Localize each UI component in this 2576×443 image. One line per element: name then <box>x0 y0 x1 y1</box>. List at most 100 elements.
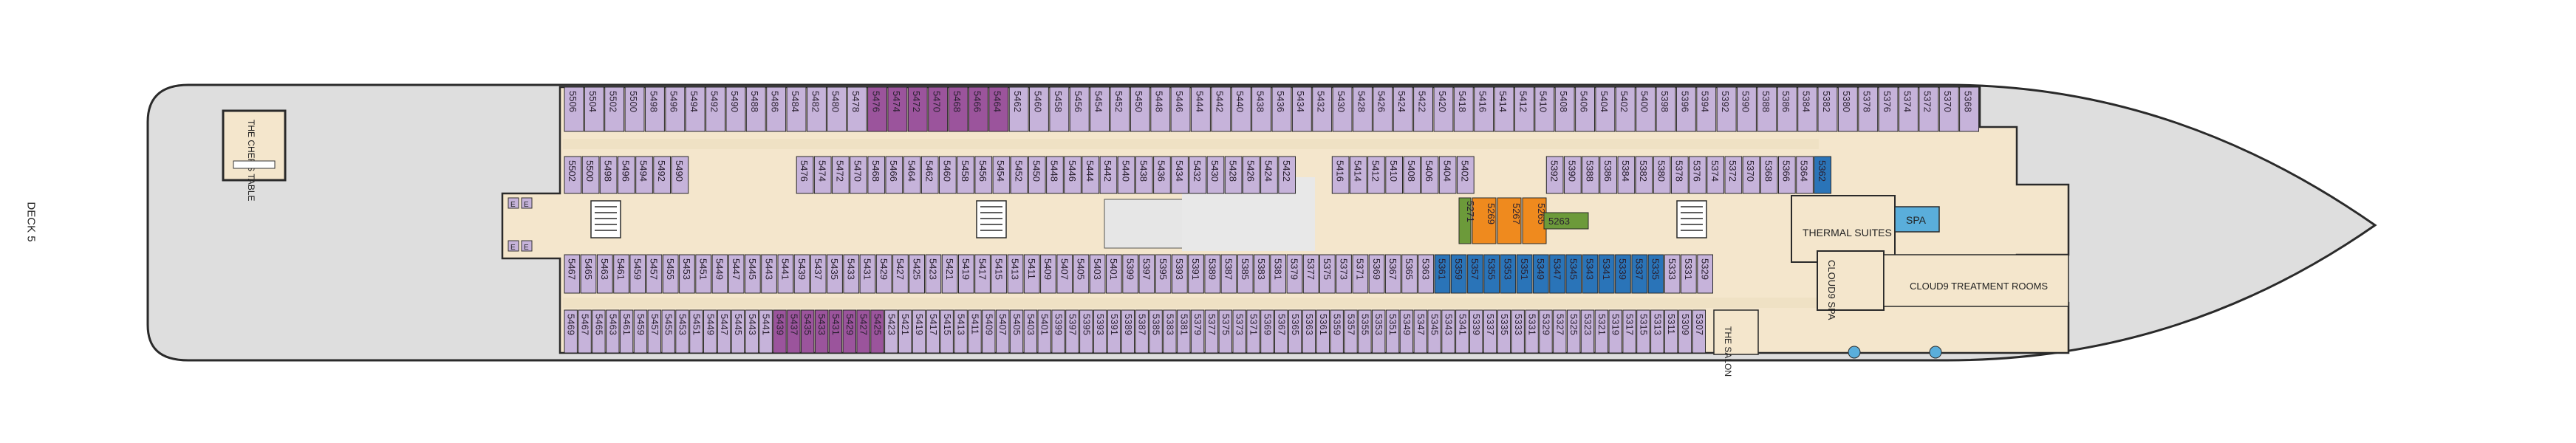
cabin[interactable] <box>1358 309 1372 354</box>
cabin[interactable] <box>1172 254 1188 294</box>
cabin[interactable] <box>1353 86 1373 132</box>
cabin[interactable] <box>1242 156 1260 194</box>
cabin[interactable] <box>1511 309 1525 354</box>
cabin[interactable] <box>1696 86 1717 132</box>
cabin[interactable] <box>1427 309 1441 354</box>
cabin[interactable] <box>1457 156 1475 194</box>
cabin[interactable] <box>1421 156 1439 194</box>
cabin[interactable] <box>1650 309 1664 354</box>
cabin[interactable] <box>613 254 629 294</box>
cabin[interactable] <box>1232 309 1246 354</box>
cabin[interactable] <box>1270 254 1287 294</box>
cabin[interactable] <box>1385 309 1400 354</box>
cabin[interactable] <box>907 86 928 132</box>
cabin[interactable] <box>1469 309 1483 354</box>
cabin[interactable] <box>832 156 850 194</box>
cabin[interactable] <box>1582 254 1599 294</box>
cabin[interactable] <box>842 309 856 354</box>
cabin[interactable] <box>885 156 903 194</box>
cabin[interactable] <box>1372 309 1386 354</box>
cabin[interactable] <box>1757 86 1777 132</box>
cabin[interactable] <box>1046 156 1064 194</box>
cabin[interactable] <box>1413 86 1433 132</box>
cabin[interactable] <box>1150 86 1171 132</box>
cabin[interactable] <box>624 86 645 132</box>
cabin[interactable] <box>1065 309 1079 354</box>
cabin[interactable] <box>1564 156 1582 194</box>
cabin[interactable] <box>1010 156 1028 194</box>
cabin[interactable] <box>685 86 706 132</box>
cabin[interactable] <box>1352 254 1369 294</box>
cabin[interactable] <box>996 309 1010 354</box>
cabin[interactable] <box>1117 156 1135 194</box>
cabin[interactable] <box>1796 156 1814 194</box>
cabin[interactable] <box>606 309 620 354</box>
cabin[interactable] <box>1567 309 1581 354</box>
cabin[interactable] <box>850 156 867 194</box>
cabin[interactable] <box>717 309 731 354</box>
cabin[interactable] <box>1534 86 1555 132</box>
cabin[interactable] <box>926 309 940 354</box>
cabin[interactable] <box>1251 86 1271 132</box>
cabin[interactable] <box>1023 309 1038 354</box>
cabin[interactable] <box>581 156 600 194</box>
cabin[interactable] <box>1636 309 1650 354</box>
cabin[interactable] <box>633 309 648 354</box>
cabin[interactable] <box>1384 254 1401 294</box>
cabin[interactable] <box>843 254 860 294</box>
cabin[interactable] <box>1878 86 1899 132</box>
cabin[interactable] <box>1450 254 1467 294</box>
cabin[interactable] <box>592 309 606 354</box>
cabin[interactable] <box>928 86 949 132</box>
cabin[interactable] <box>813 156 832 194</box>
cabin[interactable] <box>1130 86 1150 132</box>
cabin[interactable] <box>828 309 843 354</box>
cabin[interactable] <box>909 254 926 294</box>
cabin[interactable] <box>898 309 912 354</box>
cabin[interactable] <box>954 309 968 354</box>
cabin[interactable] <box>1246 309 1260 354</box>
cabin[interactable] <box>1401 254 1418 294</box>
cabin[interactable] <box>629 254 646 294</box>
cabin[interactable] <box>1007 254 1024 294</box>
cabin[interactable] <box>646 254 663 294</box>
cabin[interactable] <box>1153 156 1171 194</box>
cabin[interactable] <box>653 156 671 194</box>
cabin[interactable] <box>1106 254 1122 294</box>
cabin[interactable] <box>1191 86 1211 132</box>
cabin[interactable] <box>1474 86 1494 132</box>
cabin[interactable] <box>1090 86 1110 132</box>
cabin[interactable] <box>597 254 613 294</box>
cabin[interactable] <box>1107 309 1121 354</box>
cabin[interactable] <box>1664 254 1681 294</box>
cabin[interactable] <box>1188 254 1204 294</box>
cabin[interactable] <box>564 309 578 354</box>
cabin[interactable] <box>1051 309 1065 354</box>
cabin[interactable] <box>580 254 597 294</box>
cabin[interactable] <box>1599 156 1618 194</box>
cabin[interactable] <box>1373 86 1393 132</box>
cabin[interactable] <box>957 156 974 194</box>
cabin[interactable] <box>1737 86 1757 132</box>
cabin[interactable] <box>745 309 759 354</box>
cabin[interactable] <box>584 86 604 132</box>
cabin[interactable] <box>870 309 884 354</box>
cabin[interactable] <box>689 309 703 354</box>
cabin[interactable] <box>1237 254 1254 294</box>
cabin[interactable] <box>1170 86 1191 132</box>
cabin[interactable] <box>1040 254 1056 294</box>
cabin[interactable] <box>1155 254 1172 294</box>
cabin[interactable] <box>1433 86 1454 132</box>
cabin[interactable] <box>1009 309 1024 354</box>
cabin[interactable] <box>1467 254 1483 294</box>
cabin[interactable] <box>982 309 996 354</box>
cabin[interactable] <box>859 254 876 294</box>
cabin[interactable] <box>892 254 909 294</box>
cabin[interactable] <box>1455 309 1469 354</box>
cabin[interactable] <box>1622 309 1636 354</box>
cabin[interactable] <box>1177 309 1191 354</box>
cabin[interactable] <box>1858 86 1879 132</box>
cabin[interactable] <box>1073 254 1090 294</box>
cabin[interactable] <box>1742 156 1760 194</box>
cabin[interactable] <box>1332 86 1353 132</box>
